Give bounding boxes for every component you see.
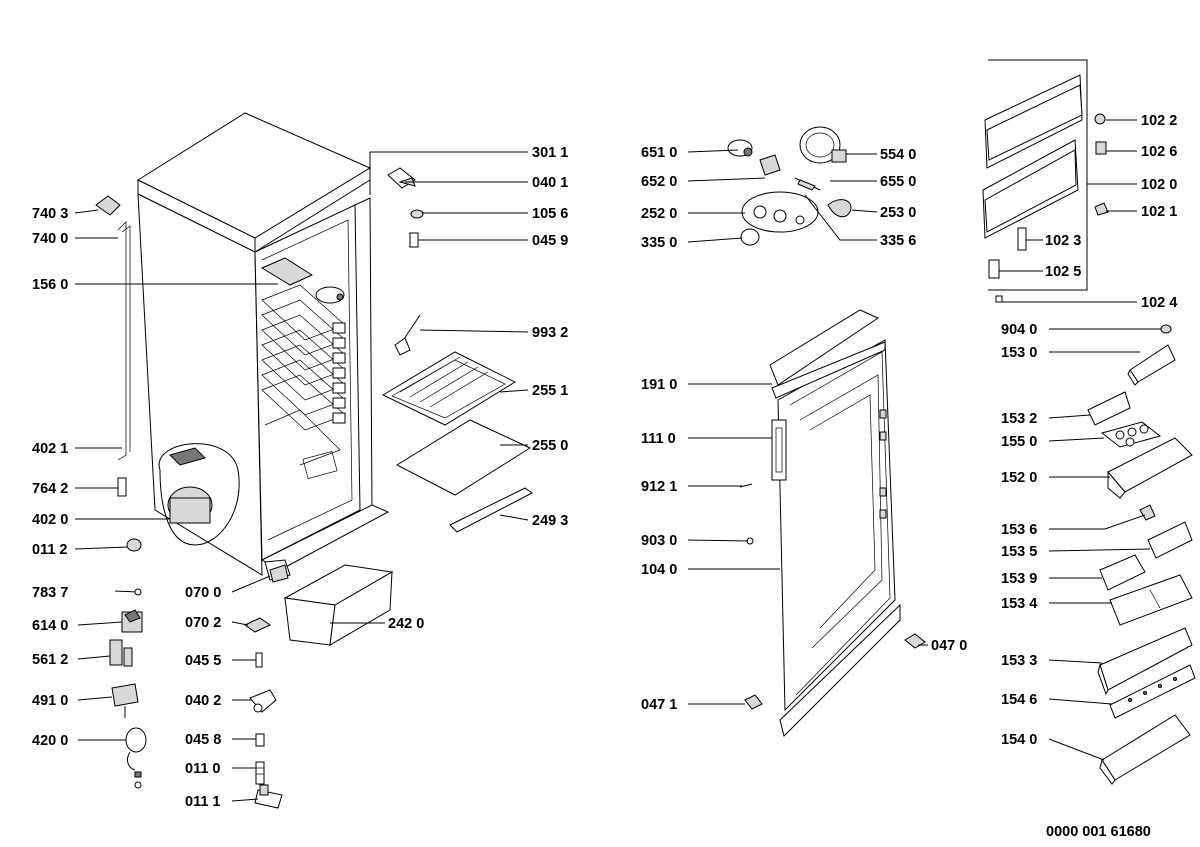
label-491-0: 491 0 xyxy=(32,693,68,709)
label-152-0: 152 0 xyxy=(1001,470,1037,486)
label-156-0: 156 0 xyxy=(32,277,68,293)
label-783-7: 783 7 xyxy=(32,585,68,601)
label-154-0: 154 0 xyxy=(1001,732,1037,748)
label-011-0: 011 0 xyxy=(185,761,221,777)
leader-lines xyxy=(74,119,1161,802)
label-102-1: 102 1 xyxy=(1141,204,1177,220)
label-040-1: 040 1 xyxy=(532,175,568,191)
label-652-0: 652 0 xyxy=(641,174,677,190)
label-242-0: 242 0 xyxy=(388,616,424,632)
left-small-parts xyxy=(109,588,147,789)
label-402-0: 402 0 xyxy=(32,512,68,528)
label-011-1: 011 1 xyxy=(185,794,221,810)
label-301-1: 301 1 xyxy=(532,145,568,161)
label-904-0: 904 0 xyxy=(1001,322,1037,338)
label-105-6: 105 6 xyxy=(532,206,568,222)
label-255-1: 255 1 xyxy=(532,383,568,399)
middle-parts xyxy=(244,167,533,809)
label-561-2: 561 2 xyxy=(32,652,68,668)
label-255-0: 255 0 xyxy=(532,438,568,454)
label-402-1: 402 1 xyxy=(32,441,68,457)
label-554-0: 554 0 xyxy=(880,147,916,163)
label-070-2: 070 2 xyxy=(185,615,221,631)
label-045-9: 045 9 xyxy=(532,233,568,249)
label-153-3: 153 3 xyxy=(1001,653,1037,669)
label-102-6: 102 6 xyxy=(1141,144,1177,160)
label-993-2: 993 2 xyxy=(532,325,568,341)
label-040-2: 040 2 xyxy=(185,693,221,709)
label-249-3: 249 3 xyxy=(532,513,568,529)
label-153-0: 153 0 xyxy=(1001,345,1037,361)
label-011-2: 011 2 xyxy=(32,542,68,558)
label-047-0: 047 0 xyxy=(931,638,967,654)
label-047-1: 047 1 xyxy=(641,697,677,713)
label-102-0: 102 0 xyxy=(1141,177,1177,193)
label-102-5: 102 5 xyxy=(1045,264,1081,280)
label-155-0: 155 0 xyxy=(1001,434,1037,450)
label-740-0: 740 0 xyxy=(32,231,68,247)
label-111-0: 111 0 xyxy=(641,431,676,447)
label-903-0: 903 0 xyxy=(641,533,677,549)
label-655-0: 655 0 xyxy=(880,174,916,190)
label-253-0: 253 0 xyxy=(880,205,916,221)
thermostat-parts xyxy=(727,126,852,246)
label-153-5: 153 5 xyxy=(1001,544,1037,560)
label-335-6: 335 6 xyxy=(880,233,916,249)
label-912-1: 912 1 xyxy=(641,479,677,495)
label-154-6: 154 6 xyxy=(1001,692,1037,708)
label-335-0: 335 0 xyxy=(641,235,677,251)
label-740-3: 740 3 xyxy=(32,206,68,222)
door-accessories xyxy=(982,59,1196,785)
label-104-0: 104 0 xyxy=(641,562,677,578)
label-045-5: 045 5 xyxy=(185,653,221,669)
label-153-9: 153 9 xyxy=(1001,571,1037,587)
label-764-2: 764 2 xyxy=(32,481,68,497)
label-102-3: 102 3 xyxy=(1045,233,1081,249)
label-191-0: 191 0 xyxy=(641,377,677,393)
label-153-2: 153 2 xyxy=(1001,411,1037,427)
label-651-0: 651 0 xyxy=(641,145,677,161)
label-045-8: 045 8 xyxy=(185,732,221,748)
label-252-0: 252 0 xyxy=(641,206,677,222)
label-102-4: 102 4 xyxy=(1141,295,1177,311)
label-070-0: 070 0 xyxy=(185,585,221,601)
callout-labels: 301 1 040 1 105 6 045 9 740 3 740 0 156 … xyxy=(32,113,1177,840)
document-id: 0000 001 61680 xyxy=(1046,824,1151,840)
label-153-6: 153 6 xyxy=(1001,522,1037,538)
label-420-0: 420 0 xyxy=(32,733,68,749)
label-153-4: 153 4 xyxy=(1001,596,1037,612)
door-illustration xyxy=(739,309,926,737)
label-614-0: 614 0 xyxy=(32,618,68,634)
cabinet-illustration xyxy=(95,112,390,581)
label-102-2: 102 2 xyxy=(1141,113,1177,129)
